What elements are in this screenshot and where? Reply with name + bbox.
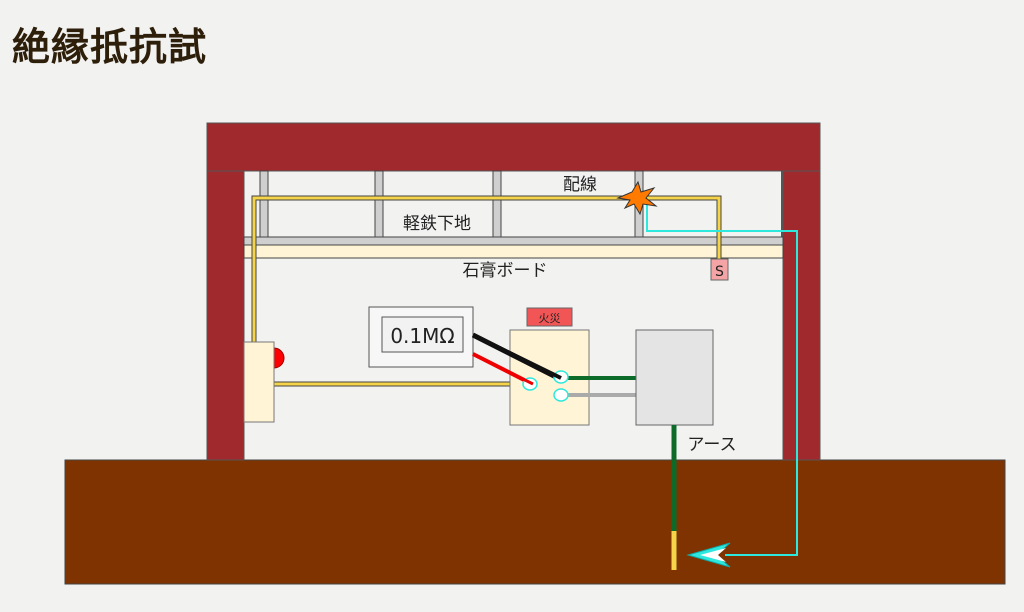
spark-icon <box>616 180 658 216</box>
earth-panel <box>635 329 714 426</box>
gypsum-board-label: 石膏ボード <box>463 260 548 281</box>
light-steel-frame-label: 軽鉄下地 <box>403 214 471 234</box>
terminal-neutral <box>553 388 569 402</box>
wiring-label: 配線 <box>563 175 597 195</box>
meter-reading: 0.1MΩ <box>390 324 454 348</box>
outlet-box <box>243 341 275 423</box>
earth-label: アース <box>687 435 736 455</box>
switch-label: S <box>715 264 724 280</box>
ground <box>64 459 1006 585</box>
right-post <box>782 169 821 461</box>
page-title: 絶縁抵抗試 <box>12 25 208 69</box>
leak-path <box>646 205 798 556</box>
steel-runner <box>243 236 784 246</box>
left-post <box>206 169 245 461</box>
switch-box <box>710 258 729 281</box>
top-beam <box>206 122 821 172</box>
gypsum-board <box>243 244 784 259</box>
fire-tag-label: 火災 <box>539 312 561 325</box>
meter-display <box>381 316 464 353</box>
fire-tag <box>526 307 573 327</box>
